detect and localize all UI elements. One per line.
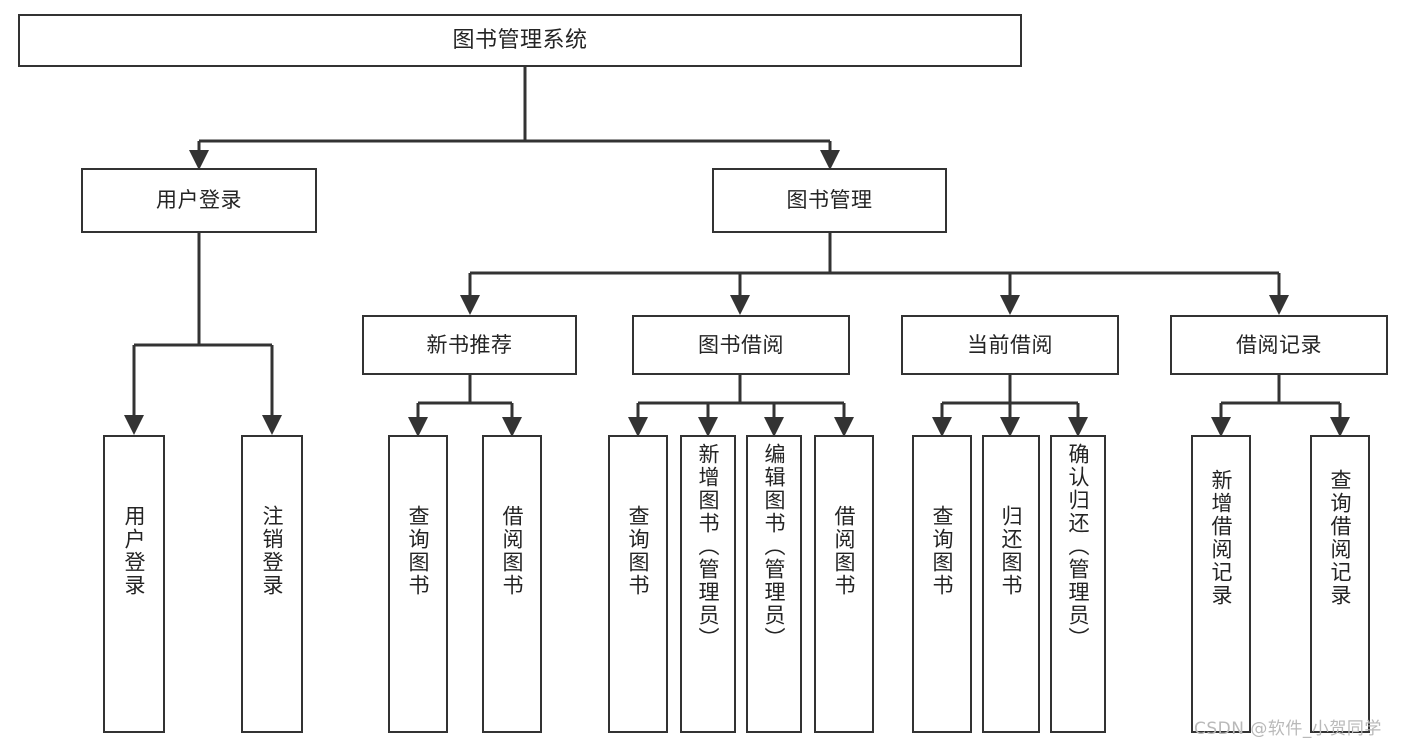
- leaf-confirm-return[interactable]: 确认归还（管理员）: [1050, 435, 1106, 733]
- leaf-add-book-label: 新增图书（管理员）: [696, 443, 721, 650]
- node-current-borrow-label: 当前借阅: [967, 332, 1053, 357]
- leaf-query-book-2-label: 查询图书: [626, 505, 651, 597]
- node-borrow-record[interactable]: 借阅记录: [1170, 315, 1388, 375]
- csdn-watermark: CSDN @软件_小贺同学: [1194, 719, 1382, 739]
- leaf-add-record[interactable]: 新增借阅记录: [1191, 435, 1251, 733]
- leaf-logout-login-label: 注销登录: [260, 505, 285, 597]
- node-borrow-record-label: 借阅记录: [1236, 332, 1322, 357]
- leaf-user-login-label: 用户登录: [122, 505, 147, 597]
- leaf-borrow-book-1-label: 借阅图书: [500, 505, 525, 597]
- node-new-book-recommend-label: 新书推荐: [426, 332, 513, 357]
- leaf-edit-book[interactable]: 编辑图书（管理员）: [746, 435, 802, 733]
- node-new-book-recommend[interactable]: 新书推荐: [362, 315, 577, 375]
- leaf-return-book-label: 归还图书: [999, 505, 1024, 597]
- node-book-manage[interactable]: 图书管理: [712, 168, 947, 233]
- node-user-login[interactable]: 用户登录: [81, 168, 317, 233]
- leaf-logout-login[interactable]: 注销登录: [241, 435, 303, 733]
- leaf-borrow-book-2[interactable]: 借阅图书: [814, 435, 874, 733]
- leaf-confirm-return-label: 确认归还（管理员）: [1066, 443, 1091, 650]
- leaf-user-login[interactable]: 用户登录: [103, 435, 165, 733]
- node-current-borrow[interactable]: 当前借阅: [901, 315, 1119, 375]
- leaf-query-book-3[interactable]: 查询图书: [912, 435, 972, 733]
- node-book-borrow[interactable]: 图书借阅: [632, 315, 850, 375]
- node-user-login-label: 用户登录: [156, 188, 242, 213]
- leaf-query-record[interactable]: 查询借阅记录: [1310, 435, 1370, 733]
- leaf-query-book-1-label: 查询图书: [406, 505, 431, 597]
- leaf-borrow-book-2-label: 借阅图书: [832, 505, 857, 597]
- node-book-borrow-label: 图书借阅: [698, 332, 784, 357]
- node-root-system-label: 图书管理系统: [452, 27, 588, 53]
- leaf-add-book[interactable]: 新增图书（管理员）: [680, 435, 736, 733]
- leaf-query-book-3-label: 查询图书: [930, 505, 955, 597]
- node-root-system[interactable]: 图书管理系统: [18, 14, 1022, 67]
- leaf-query-book-1[interactable]: 查询图书: [388, 435, 448, 733]
- leaf-borrow-book-1[interactable]: 借阅图书: [482, 435, 542, 733]
- leaf-return-book[interactable]: 归还图书: [982, 435, 1040, 733]
- leaf-add-record-label: 新增借阅记录: [1209, 469, 1234, 607]
- node-book-manage-label: 图书管理: [786, 188, 873, 213]
- leaf-query-record-label: 查询借阅记录: [1328, 469, 1353, 607]
- leaf-query-book-2[interactable]: 查询图书: [608, 435, 668, 733]
- leaf-edit-book-label: 编辑图书（管理员）: [762, 443, 787, 650]
